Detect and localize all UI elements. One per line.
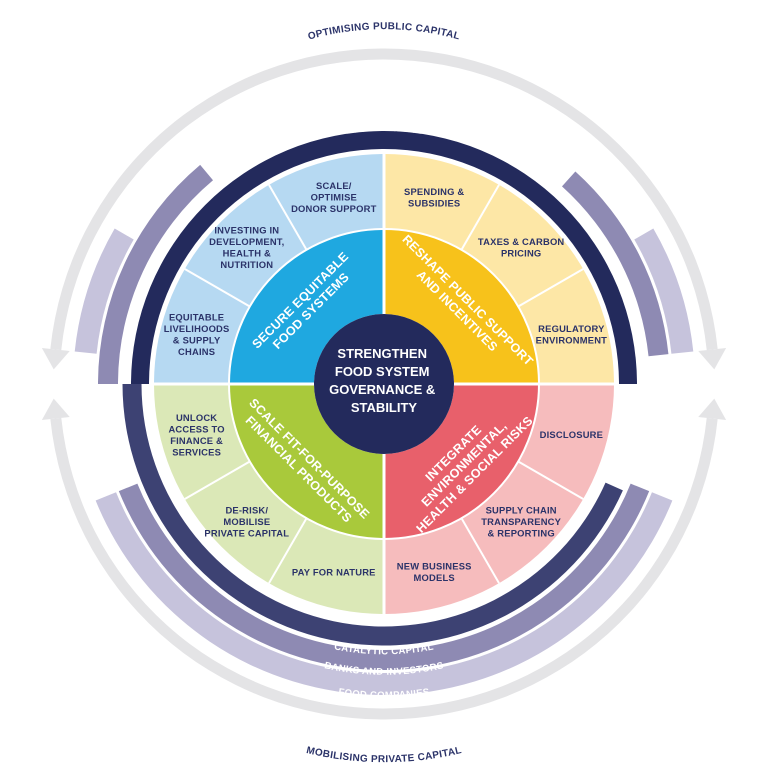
blue-divider-2 bbox=[268, 184, 308, 251]
red-item-1: DISCLOSURE bbox=[540, 429, 603, 440]
red-divider-2 bbox=[460, 517, 500, 584]
catalytic-capital-label: CATALYTIC CAPITAL bbox=[333, 641, 434, 657]
food-companies-ring bbox=[95, 492, 673, 695]
arrowhead-left-up bbox=[41, 398, 70, 420]
green-outer-sector bbox=[154, 384, 384, 614]
yellow-outer-sector bbox=[384, 154, 614, 384]
arrowhead-left-down bbox=[41, 348, 70, 370]
yellow-divider-1 bbox=[460, 184, 500, 251]
red-outer-sector bbox=[384, 384, 614, 614]
banks-investors-ring-left-top bbox=[98, 164, 214, 384]
inner-ring-border bbox=[228, 228, 540, 540]
blue-inner-sector bbox=[229, 229, 384, 384]
blue-divider-1 bbox=[184, 268, 251, 308]
banks-investors-ring bbox=[118, 483, 650, 670]
banks-investors-ring-right-top bbox=[561, 171, 669, 357]
mobilising-private-capital-label: MOBILISING PRIVATE CAPITAL bbox=[305, 745, 463, 765]
food-companies-ring-left-top bbox=[74, 228, 134, 354]
bottom-rings bbox=[74, 164, 694, 695]
centre-circle bbox=[314, 314, 454, 454]
blue-outer-sector bbox=[154, 154, 384, 384]
green-item-1: PAY FOR NATURE bbox=[292, 566, 376, 577]
food-companies-ring-right-top bbox=[634, 228, 694, 354]
green-divider-2 bbox=[184, 460, 251, 500]
red-inner-sector bbox=[384, 384, 539, 539]
yellow-inner-sector bbox=[384, 229, 539, 384]
arrowhead-right-up bbox=[698, 398, 727, 420]
green-divider-1 bbox=[268, 517, 308, 584]
yellow-divider-2 bbox=[517, 268, 584, 308]
arrowhead-right-down bbox=[698, 348, 727, 370]
food-companies-label: FOOD COMPANIES bbox=[338, 687, 431, 702]
yellow-item-1: SPENDING &SUBSIDIES bbox=[404, 186, 464, 209]
outer-arrows bbox=[41, 48, 727, 720]
optimising-public-capital-label: OPTIMISING PUBLIC CAPITAL bbox=[307, 21, 461, 42]
governments-label: GOVERNMENTS bbox=[344, 123, 425, 137]
red-divider-1 bbox=[517, 460, 584, 500]
quadrants bbox=[154, 154, 614, 614]
green-inner-sector bbox=[229, 384, 384, 539]
centre-label: STRENGTHEN FOOD SYSTEM GOVERNANCE & STAB… bbox=[329, 346, 439, 415]
